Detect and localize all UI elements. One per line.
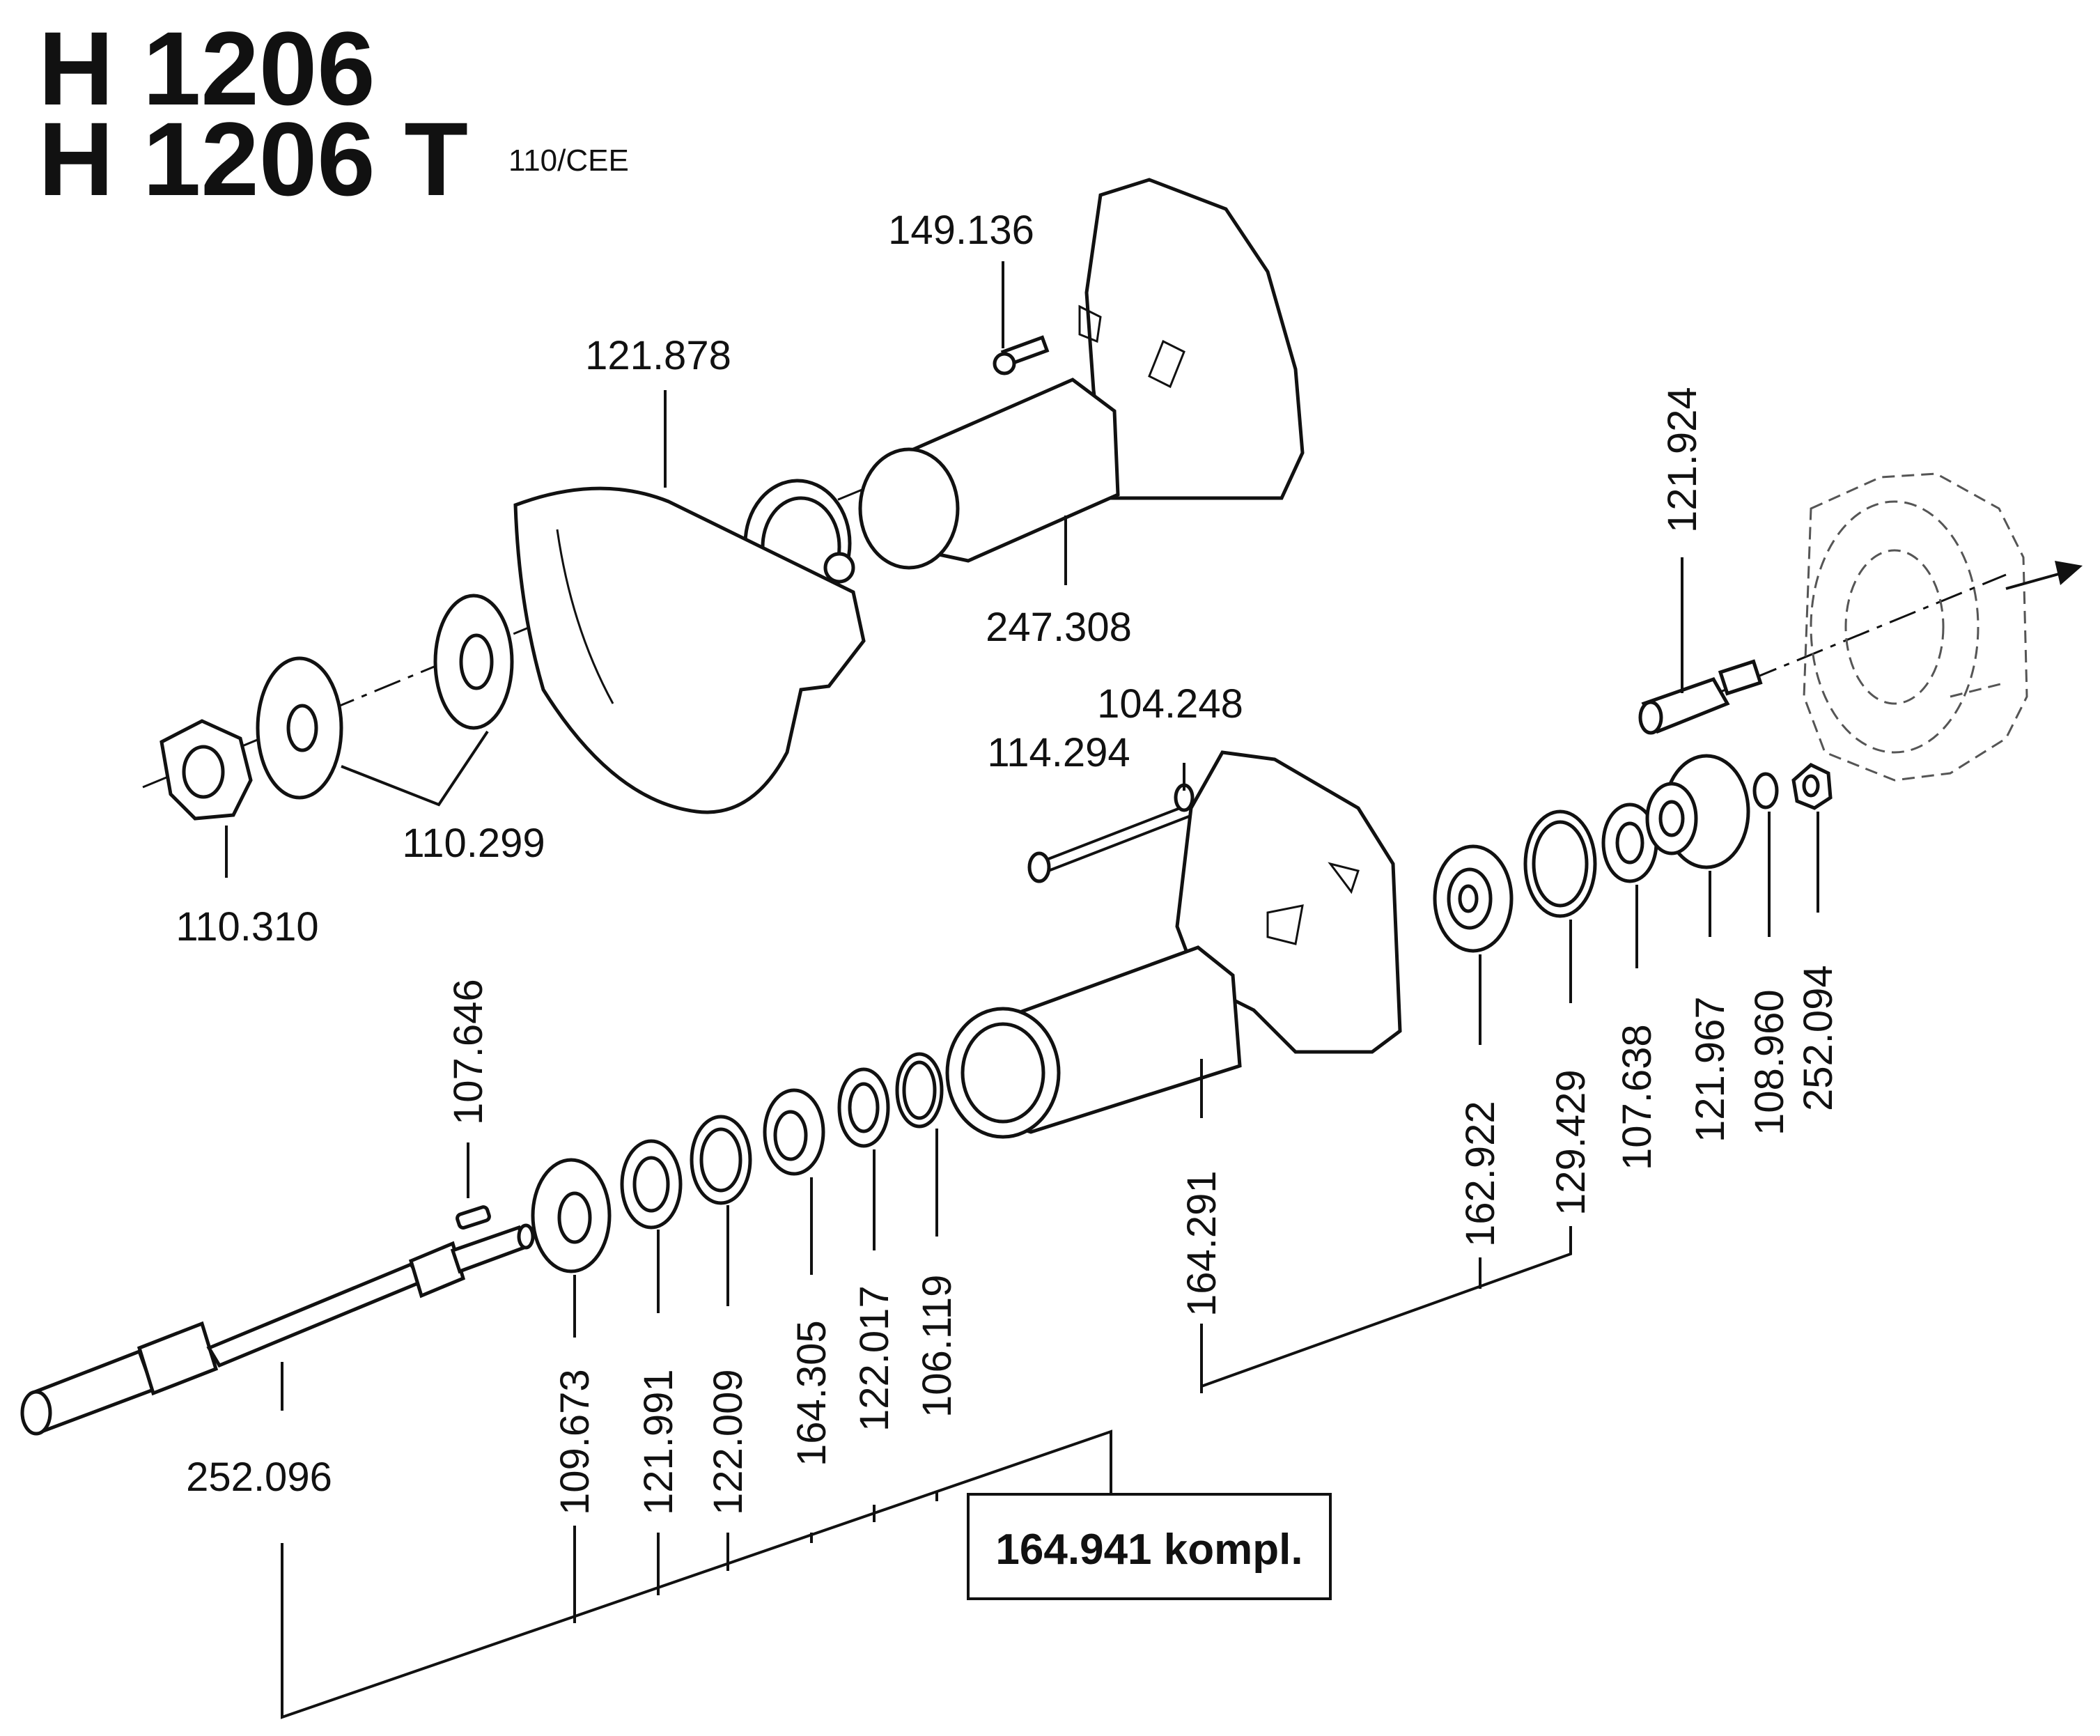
label-252-094: 252.094 bbox=[1796, 965, 1841, 1111]
label-164-305: 164.305 bbox=[789, 1320, 834, 1466]
gear-housing-164-291 bbox=[945, 750, 1402, 1139]
label-121-967: 121.967 bbox=[1688, 996, 1733, 1142]
pinion-121-924 bbox=[1638, 659, 1763, 735]
key-107-646 bbox=[456, 1205, 491, 1230]
screw-149-136 bbox=[993, 335, 1050, 375]
model-title: H 1206 bbox=[38, 10, 375, 127]
label-107-646: 107.646 bbox=[446, 979, 491, 1125]
label-104-248: 104.248 bbox=[1097, 681, 1243, 727]
kit-label: 164.941 kompl. bbox=[995, 1526, 1302, 1574]
spindle-252-096 bbox=[20, 1223, 535, 1436]
label-108-960: 108.960 bbox=[1747, 989, 1792, 1136]
washer-108-960 bbox=[1752, 772, 1779, 809]
bearing-121-991 bbox=[620, 1139, 683, 1230]
bevel-gear-121-967 bbox=[1645, 754, 1750, 869]
label-114-294: 114.294 bbox=[987, 730, 1130, 775]
washer-107-638 bbox=[1601, 803, 1658, 883]
wheel-guard-121-878 bbox=[513, 486, 866, 814]
label-121-991: 121.991 bbox=[636, 1369, 681, 1515]
model-title-variant: H 1206 T bbox=[38, 100, 468, 217]
labyrinth-washer-109-673 bbox=[531, 1158, 612, 1273]
nut-252-094 bbox=[1791, 763, 1833, 810]
voltage-variant-label: 110/CEE bbox=[508, 144, 629, 178]
label-109-673: 109.673 bbox=[552, 1369, 598, 1515]
label-110-299: 110.299 bbox=[402, 821, 545, 866]
bearing-164-305 bbox=[763, 1088, 825, 1176]
label-149-136: 149.136 bbox=[888, 208, 1034, 253]
label-106-119: 106.119 bbox=[915, 1275, 960, 1418]
label-107-638: 107.638 bbox=[1615, 1024, 1660, 1170]
kit-box: 164.941 kompl. bbox=[967, 1493, 1332, 1600]
retaining-ring-129-429 bbox=[1523, 809, 1597, 918]
label-129-429: 129.429 bbox=[1548, 1069, 1594, 1216]
label-122-009: 122.009 bbox=[706, 1369, 751, 1515]
nut-110-310 bbox=[160, 719, 253, 821]
flange-110-299 bbox=[433, 594, 514, 730]
flange-washer-110-299 bbox=[256, 656, 343, 800]
label-121-878: 121.878 bbox=[585, 333, 731, 378]
bearing-162-922 bbox=[1433, 844, 1514, 953]
seal-122-017 bbox=[837, 1067, 890, 1148]
label-252-096: 252.096 bbox=[186, 1455, 332, 1500]
label-247-308: 247.308 bbox=[986, 605, 1132, 650]
leader-lines bbox=[225, 261, 1819, 1719]
label-122-017: 122.017 bbox=[852, 1285, 897, 1432]
label-121-924: 121.924 bbox=[1660, 387, 1705, 533]
screw-114-294 bbox=[1027, 800, 1202, 883]
motor-housing-outline bbox=[1803, 472, 2028, 782]
drive-direction-arrow-icon bbox=[2005, 561, 2083, 590]
sleeve-122-009 bbox=[690, 1115, 752, 1205]
label-164-291: 164.291 bbox=[1179, 1170, 1224, 1317]
label-110-310: 110.310 bbox=[176, 904, 318, 950]
label-162-922: 162.922 bbox=[1458, 1101, 1503, 1247]
circlip-106-119 bbox=[895, 1052, 944, 1129]
